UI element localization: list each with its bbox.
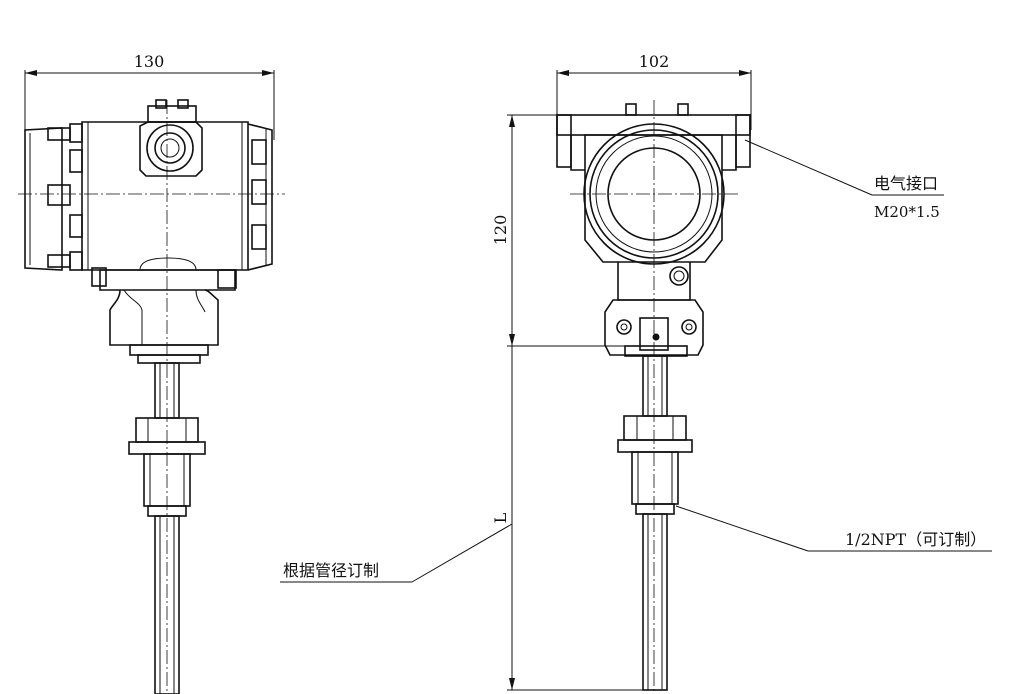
callout-electrical-port-title: 电气接口	[874, 174, 938, 193]
front-view: 102 120 L	[491, 52, 752, 694]
dimension-probe-length: L	[491, 346, 660, 691]
side-view: 130	[18, 52, 285, 694]
callout-electrical-port: 电气接口 M20*1.5	[744, 139, 944, 221]
callout-thread-spec-text: 1/2NPT（可订制）	[845, 530, 986, 549]
callout-insertion-note-text: 根据管径订制	[283, 561, 379, 580]
dimension-side-width-label: 130	[134, 52, 165, 71]
dimension-head-height-label: 120	[491, 215, 510, 246]
callout-electrical-port-spec: M20*1.5	[874, 203, 940, 221]
dimension-probe-length-label: L	[491, 512, 510, 523]
dimension-front-width-label: 102	[639, 52, 670, 71]
callout-insertion-note: 根据管径订制	[280, 523, 513, 583]
dimension-front-width: 102	[556, 52, 752, 140]
dimension-side-width: 130	[24, 52, 275, 140]
dimension-head-height: 120	[491, 114, 660, 347]
callout-thread-spec: 1/2NPT（可订制）	[675, 505, 992, 552]
